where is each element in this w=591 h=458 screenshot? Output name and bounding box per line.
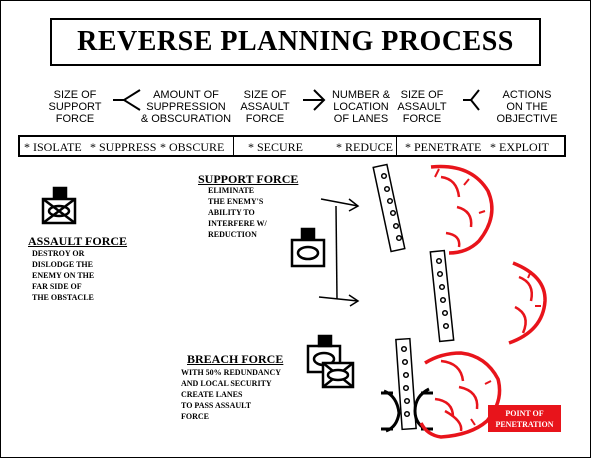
- assault-force-unit-icon: [41, 186, 77, 225]
- point-of-penetration-label: POINT OF PENETRATION: [488, 405, 561, 432]
- obstacle-belt-3: [395, 337, 417, 431]
- pop-line: POINT OF: [505, 408, 544, 418]
- phase-divider: [233, 137, 234, 155]
- enemy-position-2: [508, 261, 547, 345]
- title-box: REVERSE PLANNING PROCESS: [50, 18, 541, 66]
- step-line: SIZE OF: [400, 89, 444, 101]
- step-line: OBJECTIVE: [496, 113, 558, 125]
- phase-isolate: * ISOLATE: [24, 140, 82, 154]
- phase-suppress: * SUPPRESS: [90, 140, 157, 154]
- obstacle-belt-1: [372, 163, 406, 253]
- step-line: FORCE: [55, 113, 95, 125]
- enemy-position-1: [430, 164, 494, 255]
- phase-penetrate: * PENETRATE: [405, 140, 482, 154]
- flow-arrow-icon: [303, 89, 326, 111]
- support-fire-lines: [318, 198, 360, 307]
- phase-obscure: * OBSCURE: [160, 140, 225, 154]
- step-line: SIZE OF: [53, 89, 97, 101]
- step-actions-on-objective: ACTIONS ON THE OBJECTIVE: [489, 89, 565, 125]
- step-number-location-of-lanes: NUMBER & LOCATION OF LANES: [327, 89, 395, 125]
- flow-arrow-icon: [463, 89, 480, 111]
- step-line: OF LANES: [333, 113, 389, 125]
- enemy-position-3: [419, 351, 502, 439]
- step-line: ASSAULT: [240, 101, 290, 113]
- phase-exploit: * EXPLOIT: [490, 140, 549, 154]
- step-line: NUMBER &: [331, 89, 391, 101]
- breach-force-title: BREACH FORCE: [187, 352, 284, 366]
- step-line: ON THE: [506, 101, 548, 113]
- flow-arrow-icon: [113, 89, 141, 111]
- step-line: ACTIONS: [502, 89, 552, 101]
- step-line: FORCE: [245, 113, 285, 125]
- phase-divider: [396, 137, 397, 155]
- pop-line: PENETRATION: [495, 419, 554, 429]
- phase-reduce: * REDUCE: [336, 140, 393, 154]
- breach-force-unit-icon: [306, 334, 355, 389]
- step-size-of-assault-force-2: SIZE OF ASSAULT FORCE: [394, 89, 450, 125]
- page-title: REVERSE PLANNING PROCESS: [77, 26, 514, 57]
- breach-force-desc: WITH 50% REDUNDANCY AND LOCAL SECURITY C…: [181, 368, 282, 421]
- step-line: ASSAULT: [397, 101, 447, 113]
- step-line: LOCATION: [333, 101, 389, 113]
- step-line: SUPPORT: [48, 101, 102, 113]
- step-size-of-assault-force: SIZE OF ASSAULT FORCE: [235, 89, 295, 125]
- step-line: & OBSCURATION: [140, 113, 232, 125]
- step-line: FORCE: [402, 113, 442, 125]
- step-size-of-support-force: SIZE OF SUPPORT FORCE: [45, 89, 105, 125]
- support-force-title: SUPPORT FORCE: [198, 172, 299, 186]
- assault-force-title: ASSAULT FORCE: [28, 234, 128, 248]
- phase-secure: * SECURE: [248, 140, 304, 154]
- step-amount-of-suppression: AMOUNT OF SUPPRESSION & OBSCURATION: [138, 89, 234, 125]
- phase-bar: * ISOLATE * SUPPRESS * OBSCURE * SECURE …: [18, 135, 566, 157]
- step-line: AMOUNT OF: [153, 89, 219, 101]
- step-line: SUPPRESSION: [146, 101, 226, 113]
- support-force-desc: ELIMINATE THE ENEMY'S ABILITY TO INTERFE…: [208, 186, 267, 239]
- step-line: SIZE OF: [243, 89, 287, 101]
- obstacle-belt-2: [429, 249, 455, 343]
- assault-force-desc: DESTROY OR DISLODGE THE ENEMY ON THE FAR…: [32, 249, 95, 302]
- support-force-unit-icon: [290, 227, 326, 268]
